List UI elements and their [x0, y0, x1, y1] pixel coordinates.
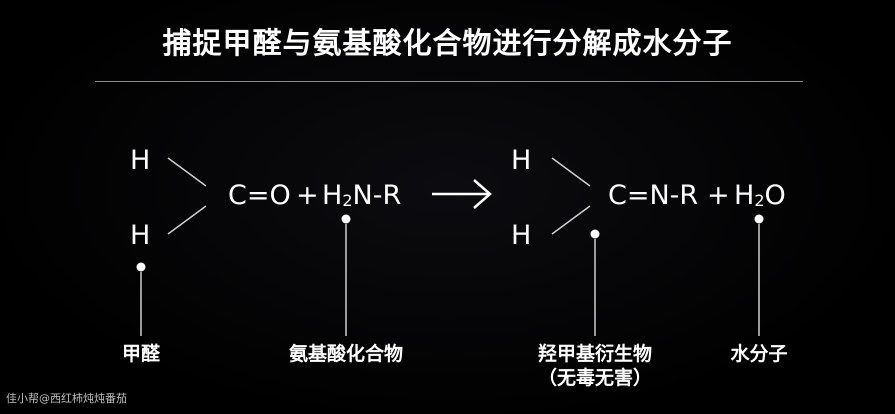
label-hydroxymethyl-line1: 羟甲基衍生物: [537, 343, 652, 365]
left-bottom-bond-line: [167, 205, 207, 235]
water-suffix: O: [764, 180, 786, 211]
hydroxymethyl-pointer: [590, 229, 600, 336]
title-divider: [95, 81, 803, 82]
amine-suffix: N-R: [352, 180, 402, 211]
left-plus-sign: +: [296, 180, 319, 211]
left-h-top: H: [130, 145, 151, 176]
water-pointer: [754, 214, 764, 336]
amino-compound-pointer: [341, 214, 351, 336]
water-formula: H2O: [734, 182, 786, 209]
right-h-bottom: H: [511, 220, 532, 251]
amine-prefix: H: [322, 180, 343, 211]
left-top-bond-line: [167, 157, 207, 187]
reaction-arrow-icon: [432, 179, 492, 209]
right-h-top: H: [511, 145, 532, 176]
right-plus-sign: +: [707, 180, 730, 211]
right-top-bond-line: [551, 157, 591, 187]
formaldehyde-pointer: [136, 262, 146, 336]
label-formaldehyde: 甲醛: [121, 343, 160, 365]
water-prefix: H: [734, 180, 755, 211]
right-bottom-bond-line: [551, 205, 591, 235]
amine-formula: H2N-R: [322, 182, 401, 209]
imine-formula: C=N-R: [608, 180, 699, 211]
carbonyl-formula: C=O: [228, 180, 291, 211]
watermark: 佳小帮@西红柿炖炖番茄: [6, 392, 127, 405]
label-hydroxymethyl-line2: （无毒无害）: [537, 366, 652, 389]
left-h-bottom: H: [130, 220, 151, 251]
label-hydroxymethyl: 羟甲基衍生物 （无毒无害）: [525, 343, 665, 391]
label-amino-compound: 氨基酸化合物: [288, 343, 403, 365]
page-title: 捕捉甲醛与氨基酸化合物进行分解成水分子: [162, 26, 733, 60]
label-water: 水分子: [730, 343, 788, 365]
water-subscript: 2: [754, 191, 765, 210]
amine-subscript: 2: [342, 191, 353, 210]
